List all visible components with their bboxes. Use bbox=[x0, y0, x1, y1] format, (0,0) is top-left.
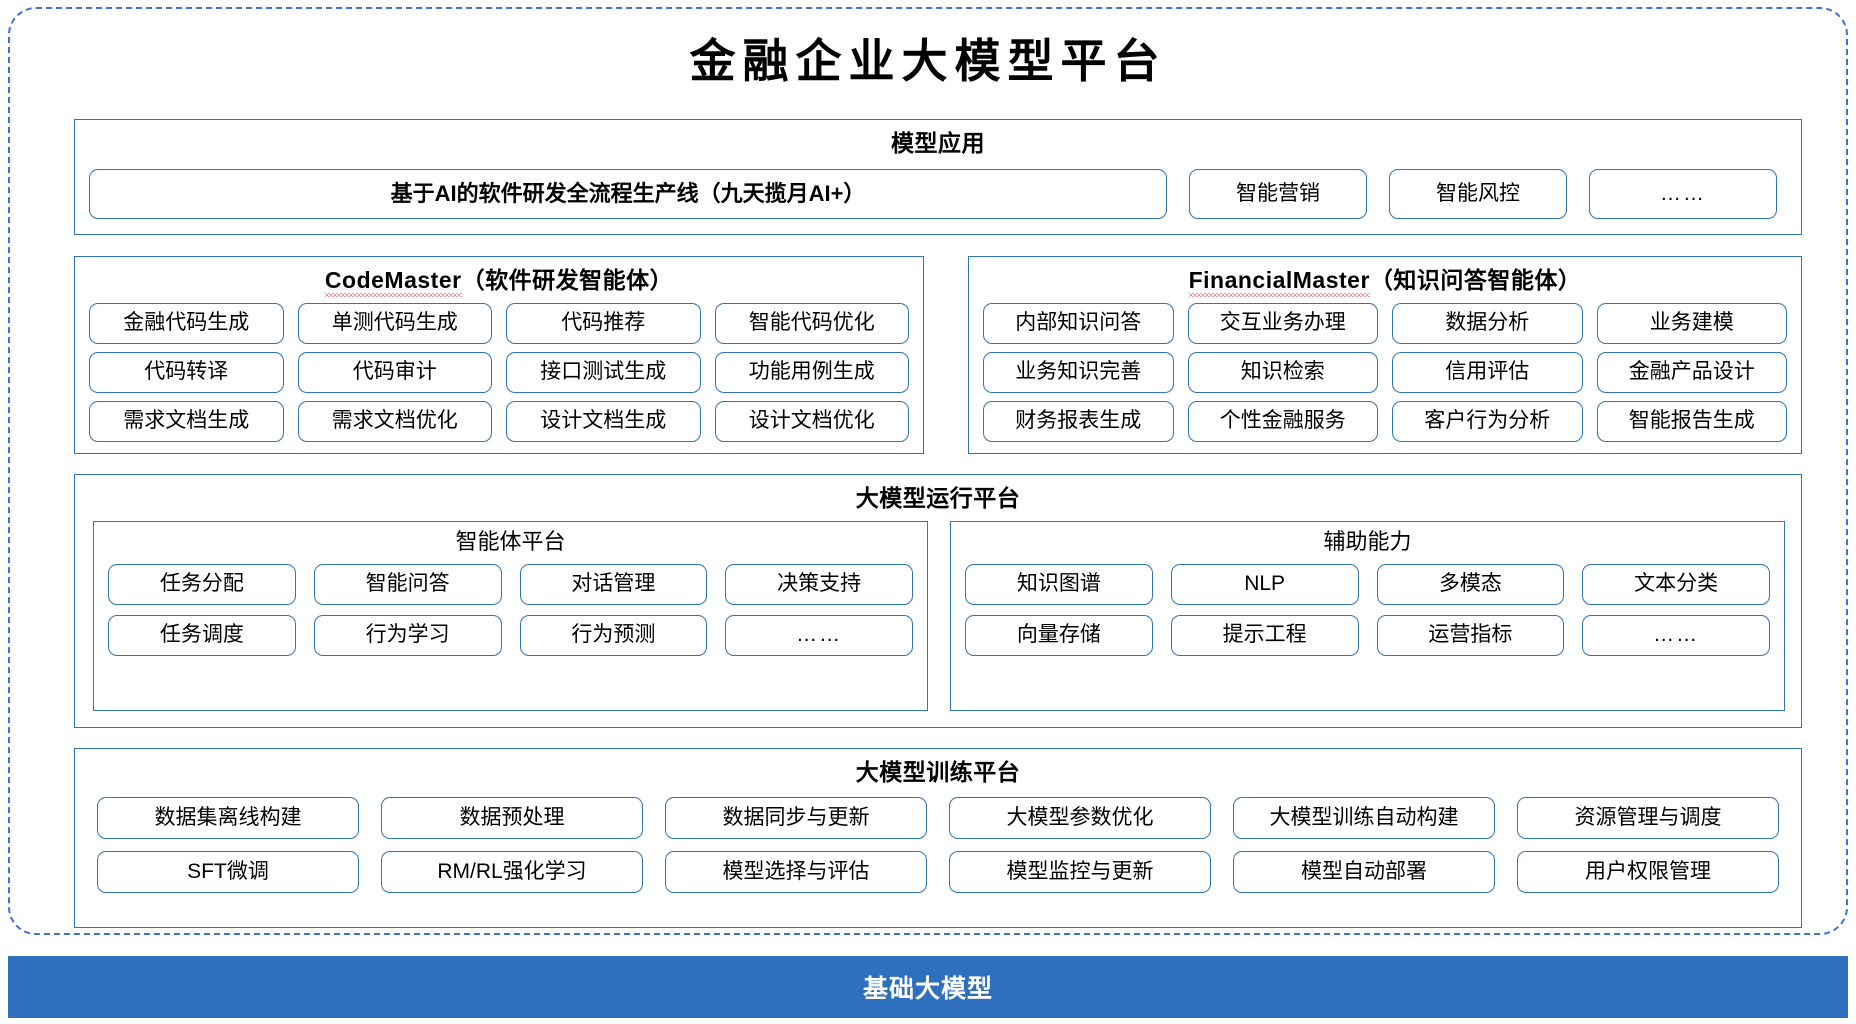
section-model-application: 模型应用 基于AI的软件研发全流程生产线（九天揽月AI+） 智能营销 智能风控 … bbox=[74, 119, 1802, 235]
financialmaster-suffix: （知识问答智能体） bbox=[1369, 267, 1582, 293]
codemaster-suffix: （软件研发智能体） bbox=[461, 267, 674, 293]
section-title-training-platform: 大模型训练平台 bbox=[855, 759, 1021, 785]
codemaster-item-10[interactable]: 设计文档生成 bbox=[506, 401, 701, 442]
codemaster-capability-grid: 金融代码生成单测代码生成代码推荐智能代码优化代码转译代码审计接口测试生成功能用例… bbox=[89, 303, 909, 442]
section-title-model-application: 模型应用 bbox=[891, 130, 985, 156]
training-item-8[interactable]: 模型选择与评估 bbox=[665, 851, 927, 893]
codemaster-item-2[interactable]: 代码推荐 bbox=[506, 303, 701, 344]
support-capability-item-5[interactable]: 提示工程 bbox=[1170, 615, 1359, 656]
agent-platform-item-0[interactable]: 任务分配 bbox=[108, 564, 296, 605]
subsection-support-capability: 辅助能力 知识图谱 NLP 多模态文本分类向量存储提示工程运营指标 …… bbox=[950, 521, 1785, 711]
financialmaster-item-3[interactable]: 业务建模 bbox=[1596, 303, 1787, 344]
training-platform-capability-grid: 数据集离线构建数据预处理数据同步与更新大模型参数优化大模型训练自动构建资源管理与… bbox=[97, 797, 1779, 893]
app-item-ai-pipeline[interactable]: 基于AI的软件研发全流程生产线（九天揽月AI+） bbox=[89, 169, 1167, 219]
financialmaster-item-0[interactable]: 内部知识问答 bbox=[983, 303, 1174, 344]
support-capability-item-1[interactable]: NLP bbox=[1170, 564, 1359, 605]
codemaster-item-3[interactable]: 智能代码优化 bbox=[714, 303, 909, 344]
financialmaster-item-1[interactable]: 交互业务办理 bbox=[1187, 303, 1378, 344]
financialmaster-item-8[interactable]: 财务报表生成 bbox=[983, 401, 1174, 442]
training-item-4[interactable]: 大模型训练自动构建 bbox=[1233, 797, 1495, 839]
support-capability-item-7[interactable]: …… bbox=[1582, 615, 1770, 656]
subsection-title-support-capability: 辅助能力 bbox=[1323, 529, 1412, 554]
training-item-9[interactable]: 模型监控与更新 bbox=[949, 851, 1211, 893]
training-item-2[interactable]: 数据同步与更新 bbox=[665, 797, 927, 839]
financialmaster-item-7[interactable]: 金融产品设计 bbox=[1596, 352, 1787, 393]
support-capability-item-0[interactable]: 知识图谱 bbox=[965, 564, 1153, 605]
codemaster-item-0[interactable]: 金融代码生成 bbox=[89, 303, 284, 344]
codemaster-item-11[interactable]: 设计文档优化 bbox=[714, 401, 909, 442]
agent-platform-item-7[interactable]: …… bbox=[725, 615, 913, 656]
agent-platform-item-3[interactable]: 决策支持 bbox=[725, 564, 913, 605]
agent-platform-item-6[interactable]: 行为预测 bbox=[519, 615, 708, 656]
codemaster-item-7[interactable]: 功能用例生成 bbox=[714, 352, 909, 393]
training-item-1[interactable]: 数据预处理 bbox=[381, 797, 643, 839]
training-item-11[interactable]: 用户权限管理 bbox=[1517, 851, 1779, 893]
section-runtime-platform: 大模型运行平台 智能体平台 任务分配智能问答对话管理决策支持任务调度行为学习行为… bbox=[74, 474, 1802, 728]
section-codemaster: CodeMaster（软件研发智能体） 金融代码生成单测代码生成代码推荐智能代码… bbox=[74, 256, 924, 454]
section-title-codemaster: CodeMaster（软件研发智能体） bbox=[75, 257, 923, 297]
support-capability-item-3[interactable]: 文本分类 bbox=[1582, 564, 1770, 605]
section-title-runtime-platform: 大模型运行平台 bbox=[855, 485, 1021, 511]
financialmaster-item-9[interactable]: 个性金融服务 bbox=[1187, 401, 1378, 442]
model-application-item-row: 基于AI的软件研发全流程生产线（九天揽月AI+） 智能营销 智能风控 …… bbox=[89, 169, 1789, 219]
codemaster-item-1[interactable]: 单测代码生成 bbox=[297, 303, 492, 344]
codemaster-item-8[interactable]: 需求文档生成 bbox=[89, 401, 284, 442]
app-item-more[interactable]: …… bbox=[1589, 169, 1777, 219]
app-item-smart-marketing[interactable]: 智能营销 bbox=[1189, 169, 1367, 219]
financialmaster-name: FinancialMaster bbox=[1188, 267, 1371, 297]
training-item-10[interactable]: 模型自动部署 bbox=[1233, 851, 1495, 893]
app-item-smart-risk-control[interactable]: 智能风控 bbox=[1389, 169, 1567, 219]
section-title-financialmaster: FinancialMaster（知识问答智能体） bbox=[969, 257, 1801, 297]
codemaster-item-9[interactable]: 需求文档优化 bbox=[297, 401, 492, 442]
financialmaster-item-6[interactable]: 信用评估 bbox=[1392, 352, 1583, 393]
training-item-6[interactable]: SFT微调 bbox=[97, 851, 359, 893]
platform-outer-frame: 金融企业大模型平台 模型应用 基于AI的软件研发全流程生产线（九天揽月AI+） … bbox=[8, 7, 1848, 935]
agent-platform-item-2[interactable]: 对话管理 bbox=[519, 564, 708, 605]
codemaster-name: CodeMaster bbox=[324, 267, 462, 297]
financialmaster-capability-grid: 内部知识问答交互业务办理数据分析业务建模业务知识完善知识检索信用评估金融产品设计… bbox=[983, 303, 1787, 442]
codemaster-item-4[interactable]: 代码转译 bbox=[89, 352, 284, 393]
financialmaster-item-11[interactable]: 智能报告生成 bbox=[1596, 401, 1787, 442]
agent-platform-item-4[interactable]: 任务调度 bbox=[108, 615, 296, 656]
subsection-agent-platform: 智能体平台 任务分配智能问答对话管理决策支持任务调度行为学习行为预测 …… bbox=[93, 521, 928, 711]
support-capability-item-6[interactable]: 运营指标 bbox=[1376, 615, 1565, 656]
support-capability-item-4[interactable]: 向量存储 bbox=[965, 615, 1153, 656]
page-title: 金融企业大模型平台 bbox=[689, 36, 1167, 87]
training-item-7[interactable]: RM/RL强化学习 bbox=[381, 851, 643, 893]
agent-platform-item-1[interactable]: 智能问答 bbox=[313, 564, 502, 605]
training-item-5[interactable]: 资源管理与调度 bbox=[1517, 797, 1779, 839]
financialmaster-item-4[interactable]: 业务知识完善 bbox=[983, 352, 1174, 393]
support-capability-item-2[interactable]: 多模态 bbox=[1376, 564, 1565, 605]
financialmaster-item-2[interactable]: 数据分析 bbox=[1392, 303, 1583, 344]
subsection-title-agent-platform: 智能体平台 bbox=[455, 529, 566, 554]
agent-platform-item-5[interactable]: 行为学习 bbox=[313, 615, 502, 656]
section-training-platform: 大模型训练平台 数据集离线构建数据预处理数据同步与更新大模型参数优化大模型训练自… bbox=[74, 748, 1802, 928]
runtime-subsections: 智能体平台 任务分配智能问答对话管理决策支持任务调度行为学习行为预测 …… 辅助能… bbox=[93, 521, 1785, 711]
base-model-bar: 基础大模型 bbox=[8, 956, 1848, 1018]
financialmaster-item-10[interactable]: 客户行为分析 bbox=[1392, 401, 1583, 442]
training-item-3[interactable]: 大模型参数优化 bbox=[949, 797, 1211, 839]
codemaster-item-6[interactable]: 接口测试生成 bbox=[506, 352, 701, 393]
training-item-0[interactable]: 数据集离线构建 bbox=[97, 797, 359, 839]
section-financialmaster: FinancialMaster（知识问答智能体） 内部知识问答交互业务办理数据分… bbox=[968, 256, 1802, 454]
agent-platform-capability-grid: 任务分配智能问答对话管理决策支持任务调度行为学习行为预测 …… bbox=[108, 564, 913, 656]
support-capability-grid: 知识图谱 NLP 多模态文本分类向量存储提示工程运营指标 …… bbox=[965, 564, 1770, 656]
codemaster-item-5[interactable]: 代码审计 bbox=[297, 352, 492, 393]
financialmaster-item-5[interactable]: 知识检索 bbox=[1187, 352, 1378, 393]
base-model-label: 基础大模型 bbox=[862, 975, 993, 1003]
